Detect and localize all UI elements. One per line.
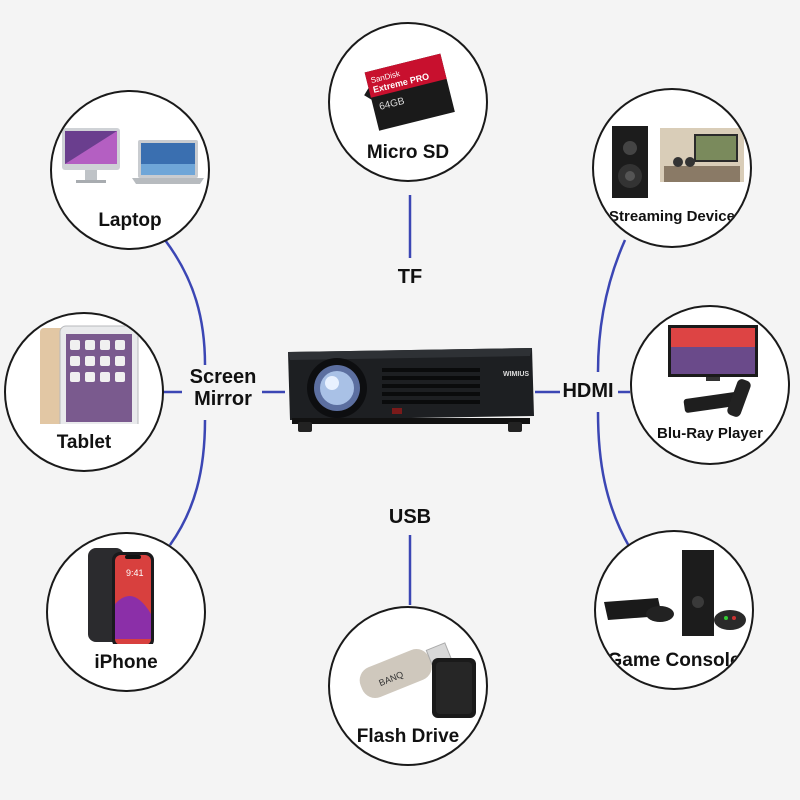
iphone-label: iPhone bbox=[94, 652, 158, 673]
flash-drive-node: BANQ Flash Drive bbox=[328, 606, 488, 766]
usb-label: USB bbox=[388, 506, 432, 528]
projector-image: WIMIUS bbox=[288, 348, 534, 432]
screen-mirror-label: Screen Mirror bbox=[178, 366, 268, 410]
tablet-node: Tablet bbox=[4, 312, 164, 472]
iphone-to-mirror-line bbox=[168, 419, 207, 546]
micro-sd-label: Micro SD bbox=[366, 142, 450, 163]
laptop-label: Laptop bbox=[98, 210, 162, 231]
game-console-image bbox=[604, 550, 746, 636]
streaming-device-label: Streaming Device bbox=[609, 208, 735, 225]
tablet-label: Tablet bbox=[56, 432, 112, 453]
laptop-node: Laptop bbox=[50, 90, 210, 250]
blu-ray-player-label: Blu-Ray Player bbox=[657, 425, 763, 442]
flash-drive-image: BANQ bbox=[359, 642, 476, 718]
blu-ray-player-image bbox=[668, 325, 758, 417]
iphone-clock: 9:41 bbox=[126, 568, 144, 578]
streaming-device-image bbox=[612, 126, 744, 198]
game-console-node: Game Console bbox=[594, 530, 754, 690]
hdmi-label: HDMI bbox=[562, 380, 614, 402]
game-console-label: Game Console bbox=[607, 650, 741, 671]
laptop-image bbox=[62, 128, 204, 184]
tablet-image bbox=[40, 325, 139, 424]
iphone-image: 9:41 bbox=[88, 548, 154, 644]
blu-ray-player-node: Blu-Ray Player bbox=[630, 305, 790, 465]
iphone-node: 9:41 iPhone bbox=[46, 532, 206, 692]
streaming-device-node: Streaming Device bbox=[592, 88, 752, 248]
flash-drive-label: Flash Drive bbox=[356, 726, 460, 747]
screen-mirror-line2: Mirror bbox=[194, 388, 252, 410]
console-to-hdmi-line bbox=[596, 411, 632, 549]
tf-label: TF bbox=[397, 266, 423, 288]
streaming-to-hdmi-line bbox=[596, 239, 627, 373]
screen-mirror-line1: Screen bbox=[189, 366, 257, 388]
laptop-to-mirror-line bbox=[163, 239, 207, 366]
projector-brand: WIMIUS bbox=[503, 371, 529, 378]
micro-sd-card-image: SanDisk Extreme PRO 64GB bbox=[364, 53, 455, 131]
micro-sd-node: SanDisk Extreme PRO 64GB Micro SD bbox=[328, 22, 488, 182]
